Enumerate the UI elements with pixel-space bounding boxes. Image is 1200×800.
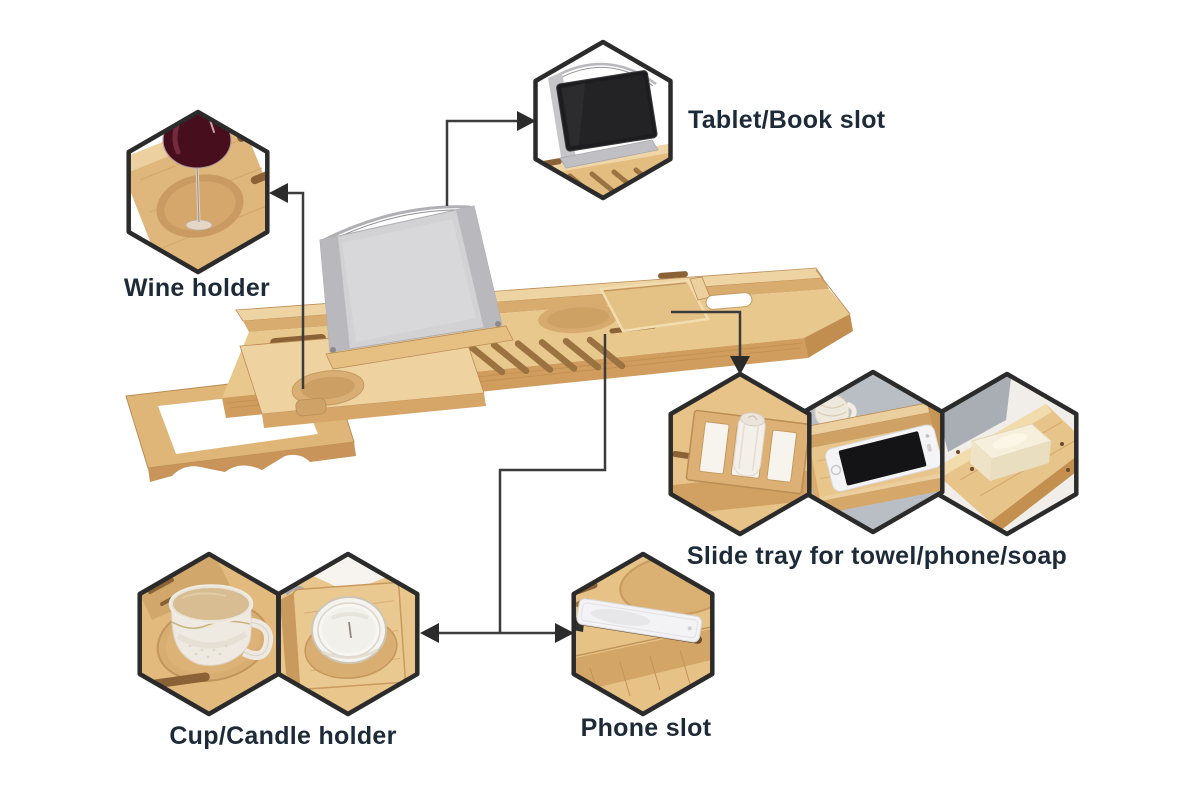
candle-photo: [276, 551, 420, 717]
soap-bar: [970, 423, 1052, 481]
phone-in-tray: [825, 424, 942, 492]
slide-tray-label: Slide tray for towel/phone/soap: [686, 542, 1068, 570]
bathtub-caddy-illustration: [125, 205, 853, 482]
tablet-device: [556, 70, 658, 152]
deck-handle-cutout: [705, 292, 753, 310]
caddy-book-stand: [319, 205, 514, 370]
caddy-deck-details: [270, 271, 753, 376]
arrowhead-tablet-right: [517, 111, 536, 131]
towel-rack: [685, 409, 810, 495]
phone-slot-label: Phone slot: [580, 714, 712, 742]
connector-lines: [287, 119, 742, 635]
slide-tray-connector: [671, 310, 742, 357]
stand-wire-handle: [323, 205, 471, 242]
arrowhead-wine-left: [269, 183, 288, 203]
tablet-slot-connector: [445, 119, 518, 206]
arrowhead-slide-down: [730, 356, 750, 375]
phone-in-slot: [576, 598, 703, 644]
wine-holder-connector: [287, 191, 305, 389]
soap-photo: [935, 371, 1079, 537]
deck-recessed-tray: [599, 279, 710, 333]
phone-slot-hexagon-border: [571, 551, 715, 717]
wine-holder-label: Wine holder: [123, 274, 271, 302]
cup-photo: [137, 551, 281, 717]
candle-glass: [311, 596, 387, 664]
towel-photo: [668, 371, 812, 537]
wine-holder-photo: [126, 109, 270, 275]
phone-slot-photo: [571, 551, 715, 717]
wine-hexagon-border: [126, 109, 270, 275]
phone-tray-photo: [801, 369, 945, 535]
candle-hexagon-border: [276, 551, 420, 717]
connector-arrowheads: [269, 111, 750, 643]
tea-cup: [168, 584, 274, 666]
bottom-connector: [438, 334, 607, 635]
towel-hexagon-border: [668, 371, 812, 537]
cup-candle-holder-label: Cup/Candle holder: [169, 722, 397, 750]
arrowhead-phone-right: [555, 623, 574, 643]
rolled-towel: [733, 412, 766, 477]
tablet-hexagon-border: [533, 39, 673, 201]
tablet-book-slot-label: Tablet/Book slot: [688, 106, 886, 134]
arrowhead-cup-left: [420, 623, 439, 643]
